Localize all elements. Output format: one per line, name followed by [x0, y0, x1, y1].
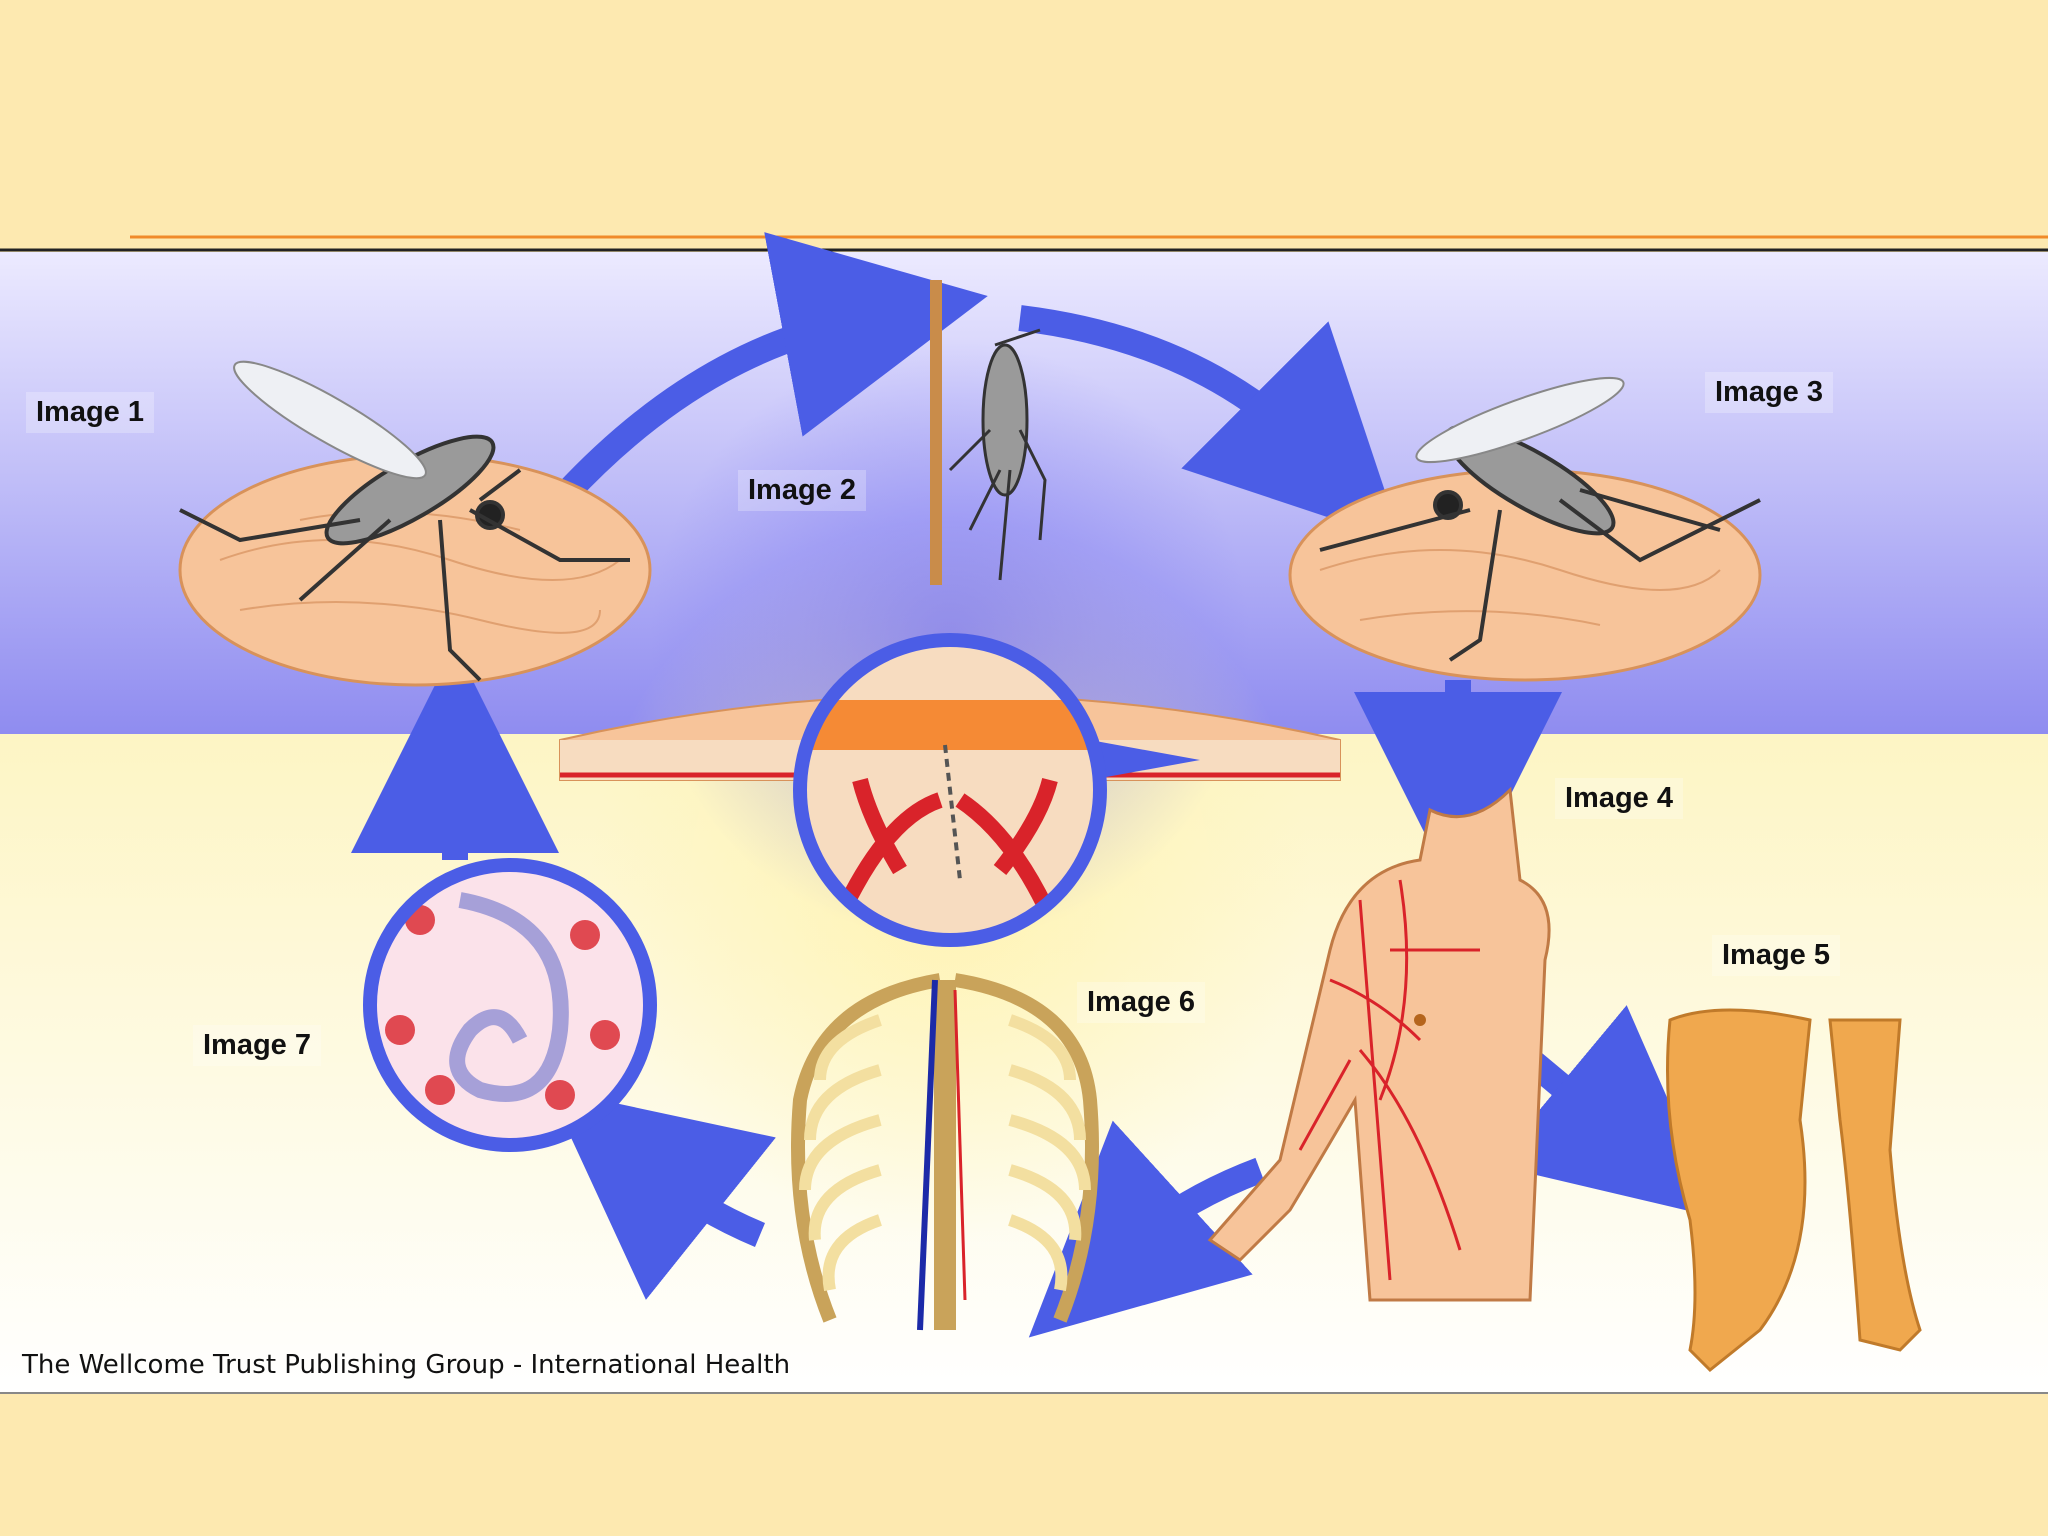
label-image-2: Image 2	[738, 470, 866, 511]
label-image-4: Image 4	[1555, 778, 1683, 819]
microfilaria-lens	[370, 865, 650, 1145]
credit-line: The Wellcome Trust Publishing Group - In…	[22, 1350, 790, 1380]
label-image-7: Image 7	[193, 1025, 321, 1066]
label-image-5: Image 5	[1712, 935, 1840, 976]
label-image-3: Image 3	[1705, 372, 1833, 413]
label-image-6: Image 6	[1077, 982, 1205, 1023]
label-image-1: Image 1	[26, 392, 154, 433]
